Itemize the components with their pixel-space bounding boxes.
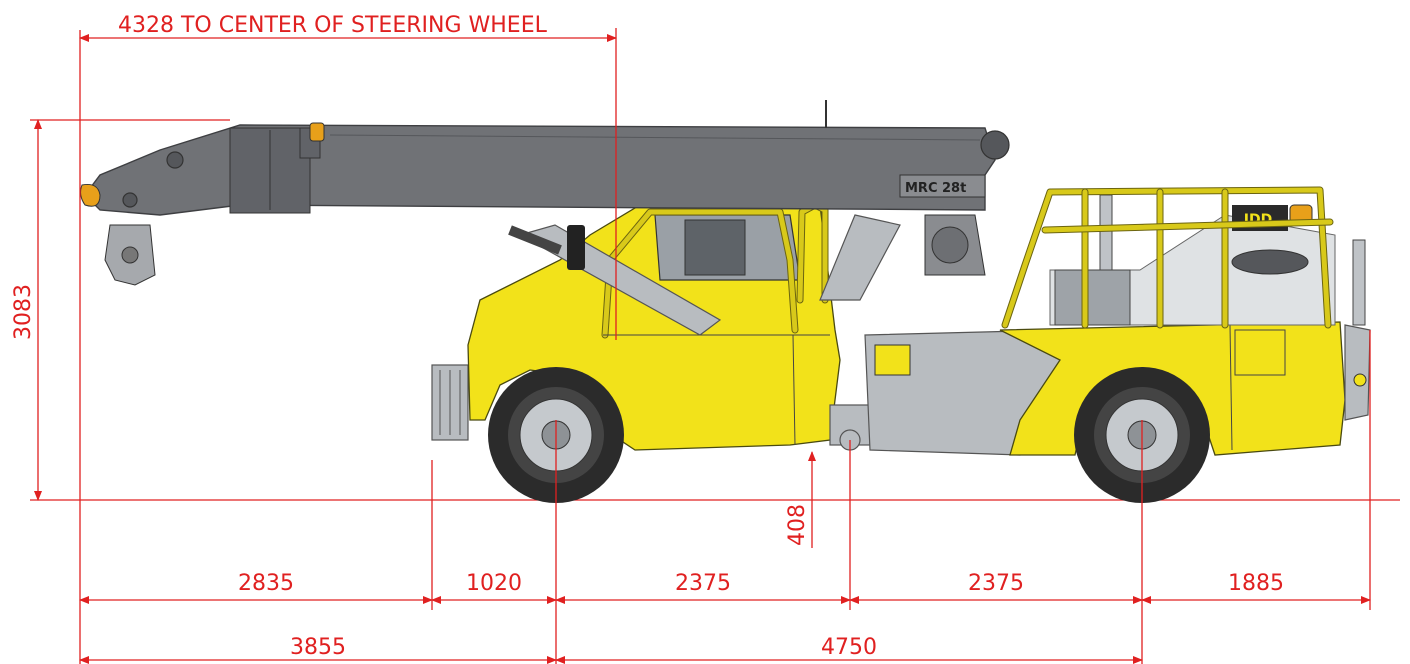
wheelbase-rear-label: 2375 — [968, 571, 1024, 596]
crane-illustration: IDD MRC 28t — [30, 100, 1400, 503]
clearance-label: 408 — [785, 504, 810, 546]
boom: MRC 28t — [80, 100, 1010, 286]
dimension-lines — [30, 28, 1371, 664]
rear-panel — [1234, 329, 1286, 376]
cab-seat — [684, 219, 746, 276]
dimension-labels: 4328 TO CENTER OF STEERING WHEEL 3083 40… — [11, 13, 1284, 660]
mirror — [567, 225, 585, 270]
front-bumper-block — [431, 364, 469, 441]
rear-hitch — [1344, 324, 1371, 421]
steering-label: 4328 TO CENTER OF STEERING WHEEL — [118, 13, 548, 38]
wheelbase-front-label: 2375 — [675, 571, 731, 596]
boom-head-sheave — [980, 130, 1010, 160]
engine-block — [1054, 269, 1131, 326]
exhaust-stack — [1099, 194, 1113, 271]
rear-overhang-label: 1885 — [1228, 571, 1284, 596]
front-overhang-label: 2835 — [238, 571, 294, 596]
air-filter — [1231, 249, 1309, 275]
height-label: 3083 — [11, 284, 36, 340]
front-to-axle-label: 3855 — [290, 635, 346, 660]
rear-post — [1352, 239, 1366, 326]
hook-eye — [80, 184, 101, 207]
front-axle-offset-label: 1020 — [466, 571, 522, 596]
rear-rail — [1002, 187, 1331, 328]
model-label: MRC 28t — [905, 181, 966, 196]
boom-beacon — [309, 122, 325, 142]
boom-support — [819, 214, 901, 301]
warning-sticker — [874, 344, 911, 376]
axle-to-axle-label: 4750 — [821, 635, 877, 660]
